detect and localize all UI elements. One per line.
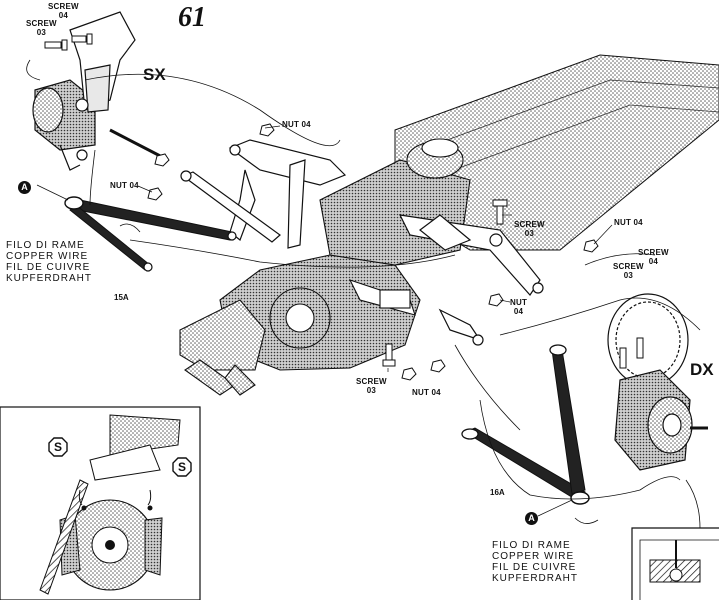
- nut-04-label-b: NUT 04: [110, 181, 139, 190]
- inset-corner-detail: [631, 479, 719, 600]
- left-upper-links: [180, 139, 347, 249]
- side-label-left: SX: [143, 65, 166, 84]
- nut-04-label-a: NUT 04: [282, 120, 311, 129]
- nut-04-label-c: NUT 04: [614, 218, 643, 227]
- marker-a-left: A: [18, 181, 31, 194]
- fasteners: [44, 33, 644, 381]
- right-hub: [607, 293, 708, 471]
- copper-wire-note-right: FILO DI RAME COPPER WIRE FIL DE CUIVRE K…: [492, 540, 579, 584]
- marker-s-left: S: [48, 437, 68, 457]
- step-number: 61: [178, 2, 206, 33]
- part-code-left-arm: 15A: [114, 293, 129, 302]
- transaxle-assembly: [179, 138, 471, 396]
- nut-04-label-e: NUT 04: [412, 388, 441, 397]
- right-links: [398, 214, 544, 346]
- marker-a-right: A: [525, 512, 538, 525]
- right-wishbone: [461, 344, 590, 505]
- copper-wire-note-left: FILO DI RAME COPPER WIRE FIL DE CUIVRE K…: [6, 240, 93, 284]
- inset-detail-box: [0, 406, 201, 600]
- marker-s-right: S: [172, 457, 192, 477]
- side-label-right: DX: [690, 360, 714, 379]
- leader-lines: [36, 125, 613, 517]
- copper-wire-routing: [26, 59, 701, 524]
- left-wishbone: [64, 196, 237, 272]
- part-code-right-arm: 16A: [490, 488, 505, 497]
